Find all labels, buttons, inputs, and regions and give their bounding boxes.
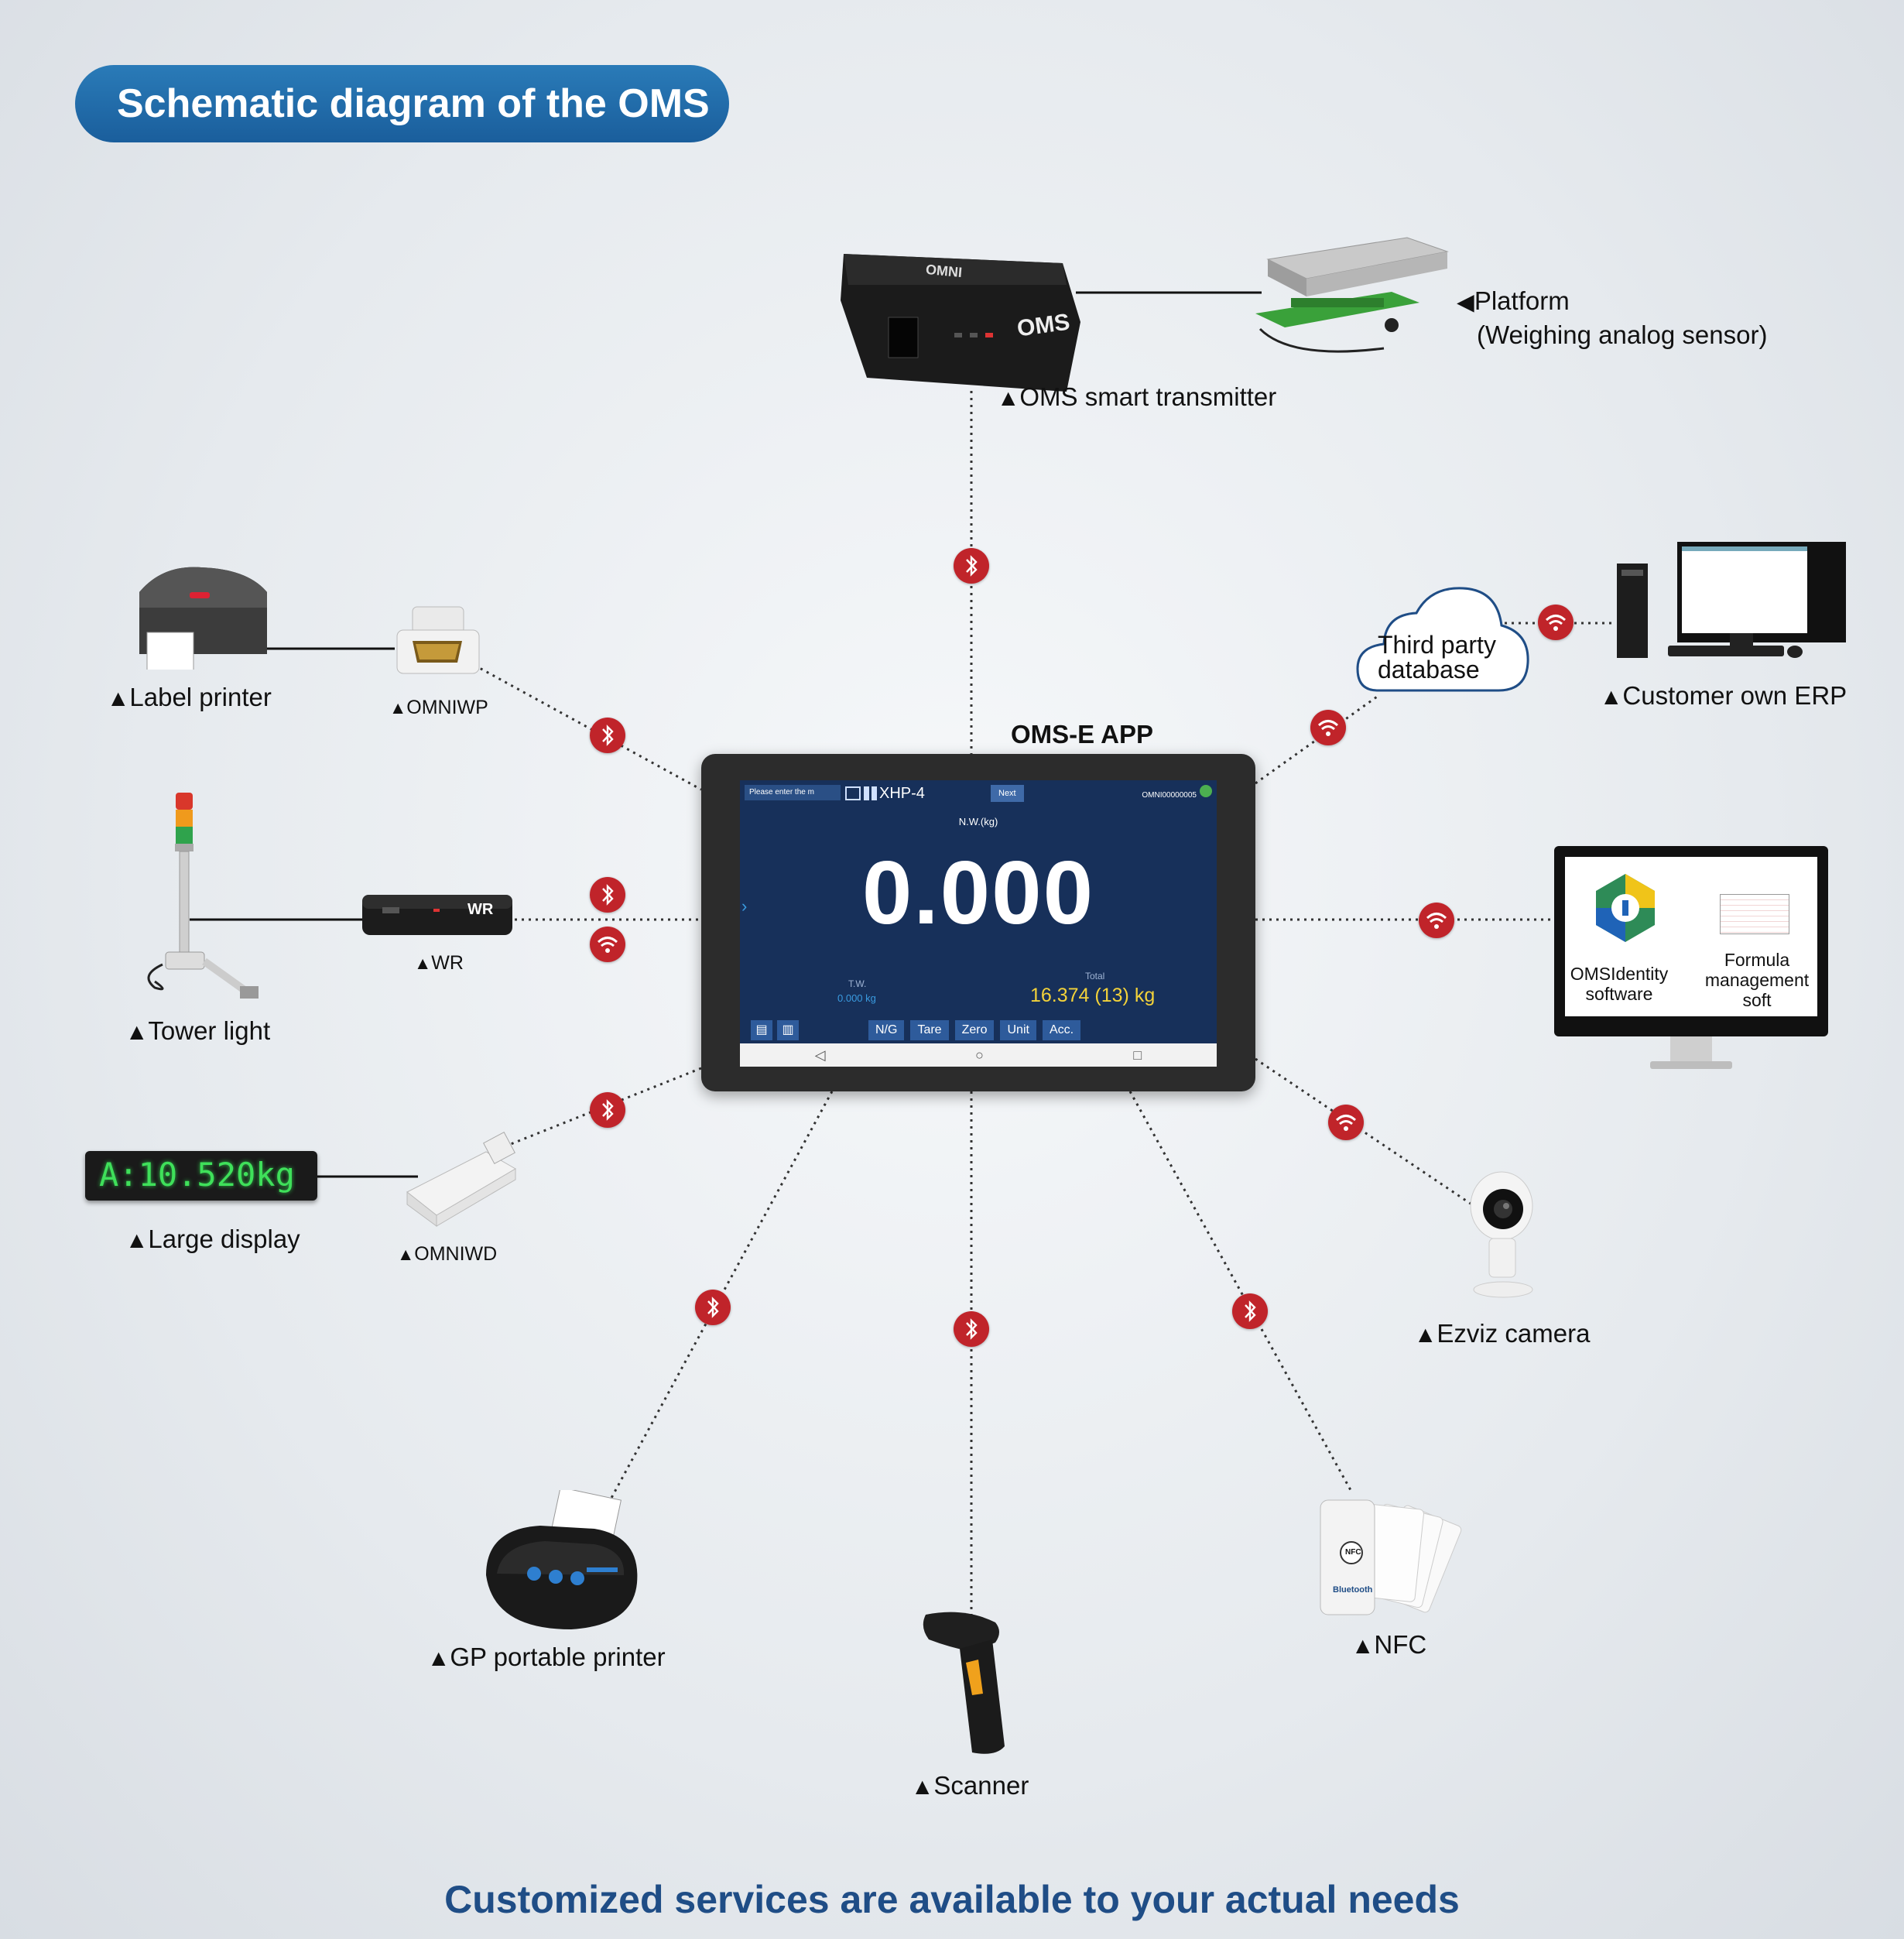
wr-label: ▲WR xyxy=(414,952,464,974)
oms-transmitter: OMNI OMS xyxy=(834,246,1087,395)
omniwd-label: ▲OMNIWD xyxy=(397,1243,498,1265)
cloud-line-2: database xyxy=(1378,656,1480,683)
model-name: XHP-4 xyxy=(879,785,925,802)
bluetooth-logo-text: Bluetooth xyxy=(1333,1585,1373,1595)
tower-light xyxy=(132,790,263,1010)
cloud-database: Third party database xyxy=(1354,582,1532,698)
label-printer-label: ▲Label printer xyxy=(107,683,272,711)
erp-label: ▲Customer own ERP xyxy=(1600,681,1847,710)
large-display: A:10.520kg xyxy=(85,1151,317,1201)
bluetooth-icon xyxy=(590,1092,625,1128)
platform-scale xyxy=(1245,236,1454,368)
wifi-icon xyxy=(1310,710,1346,745)
formula-software-thumbnail xyxy=(1720,894,1789,934)
wr-model: WR xyxy=(467,901,494,918)
tablet-screen: Please enter the m XHP-4 Next OMNI000000… xyxy=(740,780,1217,1067)
tablet: Please enter the m XHP-4 Next OMNI000000… xyxy=(701,754,1255,1091)
page-title: Schematic diagram of the OMS xyxy=(75,65,729,142)
nfc-cards: NFC Bluetooth xyxy=(1316,1494,1478,1618)
monitor: OMSIdentity software Formula management … xyxy=(1554,846,1828,1078)
home-icon[interactable]: ○ xyxy=(975,1047,984,1063)
next-button[interactable]: Next xyxy=(991,785,1024,802)
scanner-label: ▲Scanner xyxy=(911,1771,1029,1800)
bluetooth-icon xyxy=(954,548,989,584)
grid-icon[interactable] xyxy=(864,786,878,800)
zero-button[interactable]: Zero xyxy=(954,1020,995,1040)
bluetooth-icon xyxy=(590,718,625,753)
cloud-line-1: Third party xyxy=(1378,631,1496,659)
tower-light-label: ▲Tower light xyxy=(125,1016,271,1045)
recents-icon[interactable]: □ xyxy=(1133,1047,1142,1063)
omniwd-adapter xyxy=(401,1130,525,1231)
qr-icon[interactable] xyxy=(845,786,861,800)
label-printer xyxy=(132,561,271,672)
gp-printer-label: ▲GP portable printer xyxy=(427,1643,666,1671)
status-dot xyxy=(1200,785,1212,797)
large-display-reading: A:10.520kg xyxy=(99,1156,295,1194)
nfc-label: ▲NFC xyxy=(1351,1630,1427,1659)
wifi-icon xyxy=(1328,1105,1364,1140)
formula-line-1: Formula xyxy=(1724,950,1790,970)
platform-sublabel: (Weighing analog sensor) xyxy=(1477,320,1768,349)
search-input[interactable]: Please enter the m xyxy=(745,785,841,800)
ng-button[interactable]: N/G xyxy=(868,1020,905,1040)
device-id: OMNI00000005 xyxy=(1142,791,1197,800)
omniwp-adapter xyxy=(391,604,484,681)
tare-weight-value: 0.000 kg xyxy=(837,992,876,1004)
formula-line-3: soft xyxy=(1742,990,1772,1010)
formula-line-2: management xyxy=(1704,970,1810,990)
ezviz-camera xyxy=(1461,1169,1546,1300)
side-chevron-icon[interactable]: › xyxy=(741,896,748,916)
platform-label: ◀Platform xyxy=(1457,286,1570,315)
weight-display: 0.000 xyxy=(861,842,1095,943)
total-value: 16.374 (13) kg xyxy=(1030,985,1156,1006)
back-icon[interactable]: ◁ xyxy=(814,1047,826,1063)
oms-transmitter-label: ▲OMS smart transmitter xyxy=(997,382,1277,411)
wifi-icon xyxy=(1538,605,1574,640)
omsidentity-line-1: OMSIdentity xyxy=(1570,964,1669,984)
unit-button[interactable]: Unit xyxy=(1000,1020,1036,1040)
wifi-icon xyxy=(1419,903,1454,938)
omniwp-label: ▲OMNIWP xyxy=(389,697,488,718)
footer-tagline: Customized services are available to you… xyxy=(444,1878,1460,1921)
barcode-scanner xyxy=(918,1608,1019,1759)
acc-button[interactable]: Acc. xyxy=(1042,1020,1081,1040)
omsidentity-line-2: software xyxy=(1585,984,1653,1004)
tare-weight-label: T.W. xyxy=(848,978,867,989)
nfc-logo-text: NFC xyxy=(1345,1548,1361,1557)
bluetooth-icon xyxy=(590,877,625,913)
wifi-icon xyxy=(590,927,625,962)
print-label-icon[interactable]: ▥ xyxy=(777,1020,799,1040)
wr-receiver: WR xyxy=(361,892,515,940)
android-navbar: ◁ ○ □ xyxy=(740,1043,1217,1067)
omsidentity-logo-icon xyxy=(1596,874,1655,942)
erp-computer xyxy=(1614,540,1878,664)
large-display-label: ▲Large display xyxy=(125,1225,300,1253)
gp-portable-printer xyxy=(478,1486,641,1633)
ezviz-label: ▲Ezviz camera xyxy=(1414,1319,1591,1348)
bluetooth-icon xyxy=(1232,1293,1268,1329)
app-label: OMS-E APP xyxy=(1011,720,1153,749)
bluetooth-icon xyxy=(695,1290,731,1325)
total-label: Total xyxy=(1085,971,1105,981)
function-buttons: N/G Tare Zero Unit Acc. xyxy=(868,1020,1081,1040)
tare-button[interactable]: Tare xyxy=(910,1020,949,1040)
net-weight-label: N.W.(kg) xyxy=(958,816,998,827)
print-icon[interactable]: ▤ xyxy=(751,1020,772,1040)
bluetooth-icon xyxy=(954,1311,989,1347)
transmitter-brand: OMNI xyxy=(925,261,963,281)
